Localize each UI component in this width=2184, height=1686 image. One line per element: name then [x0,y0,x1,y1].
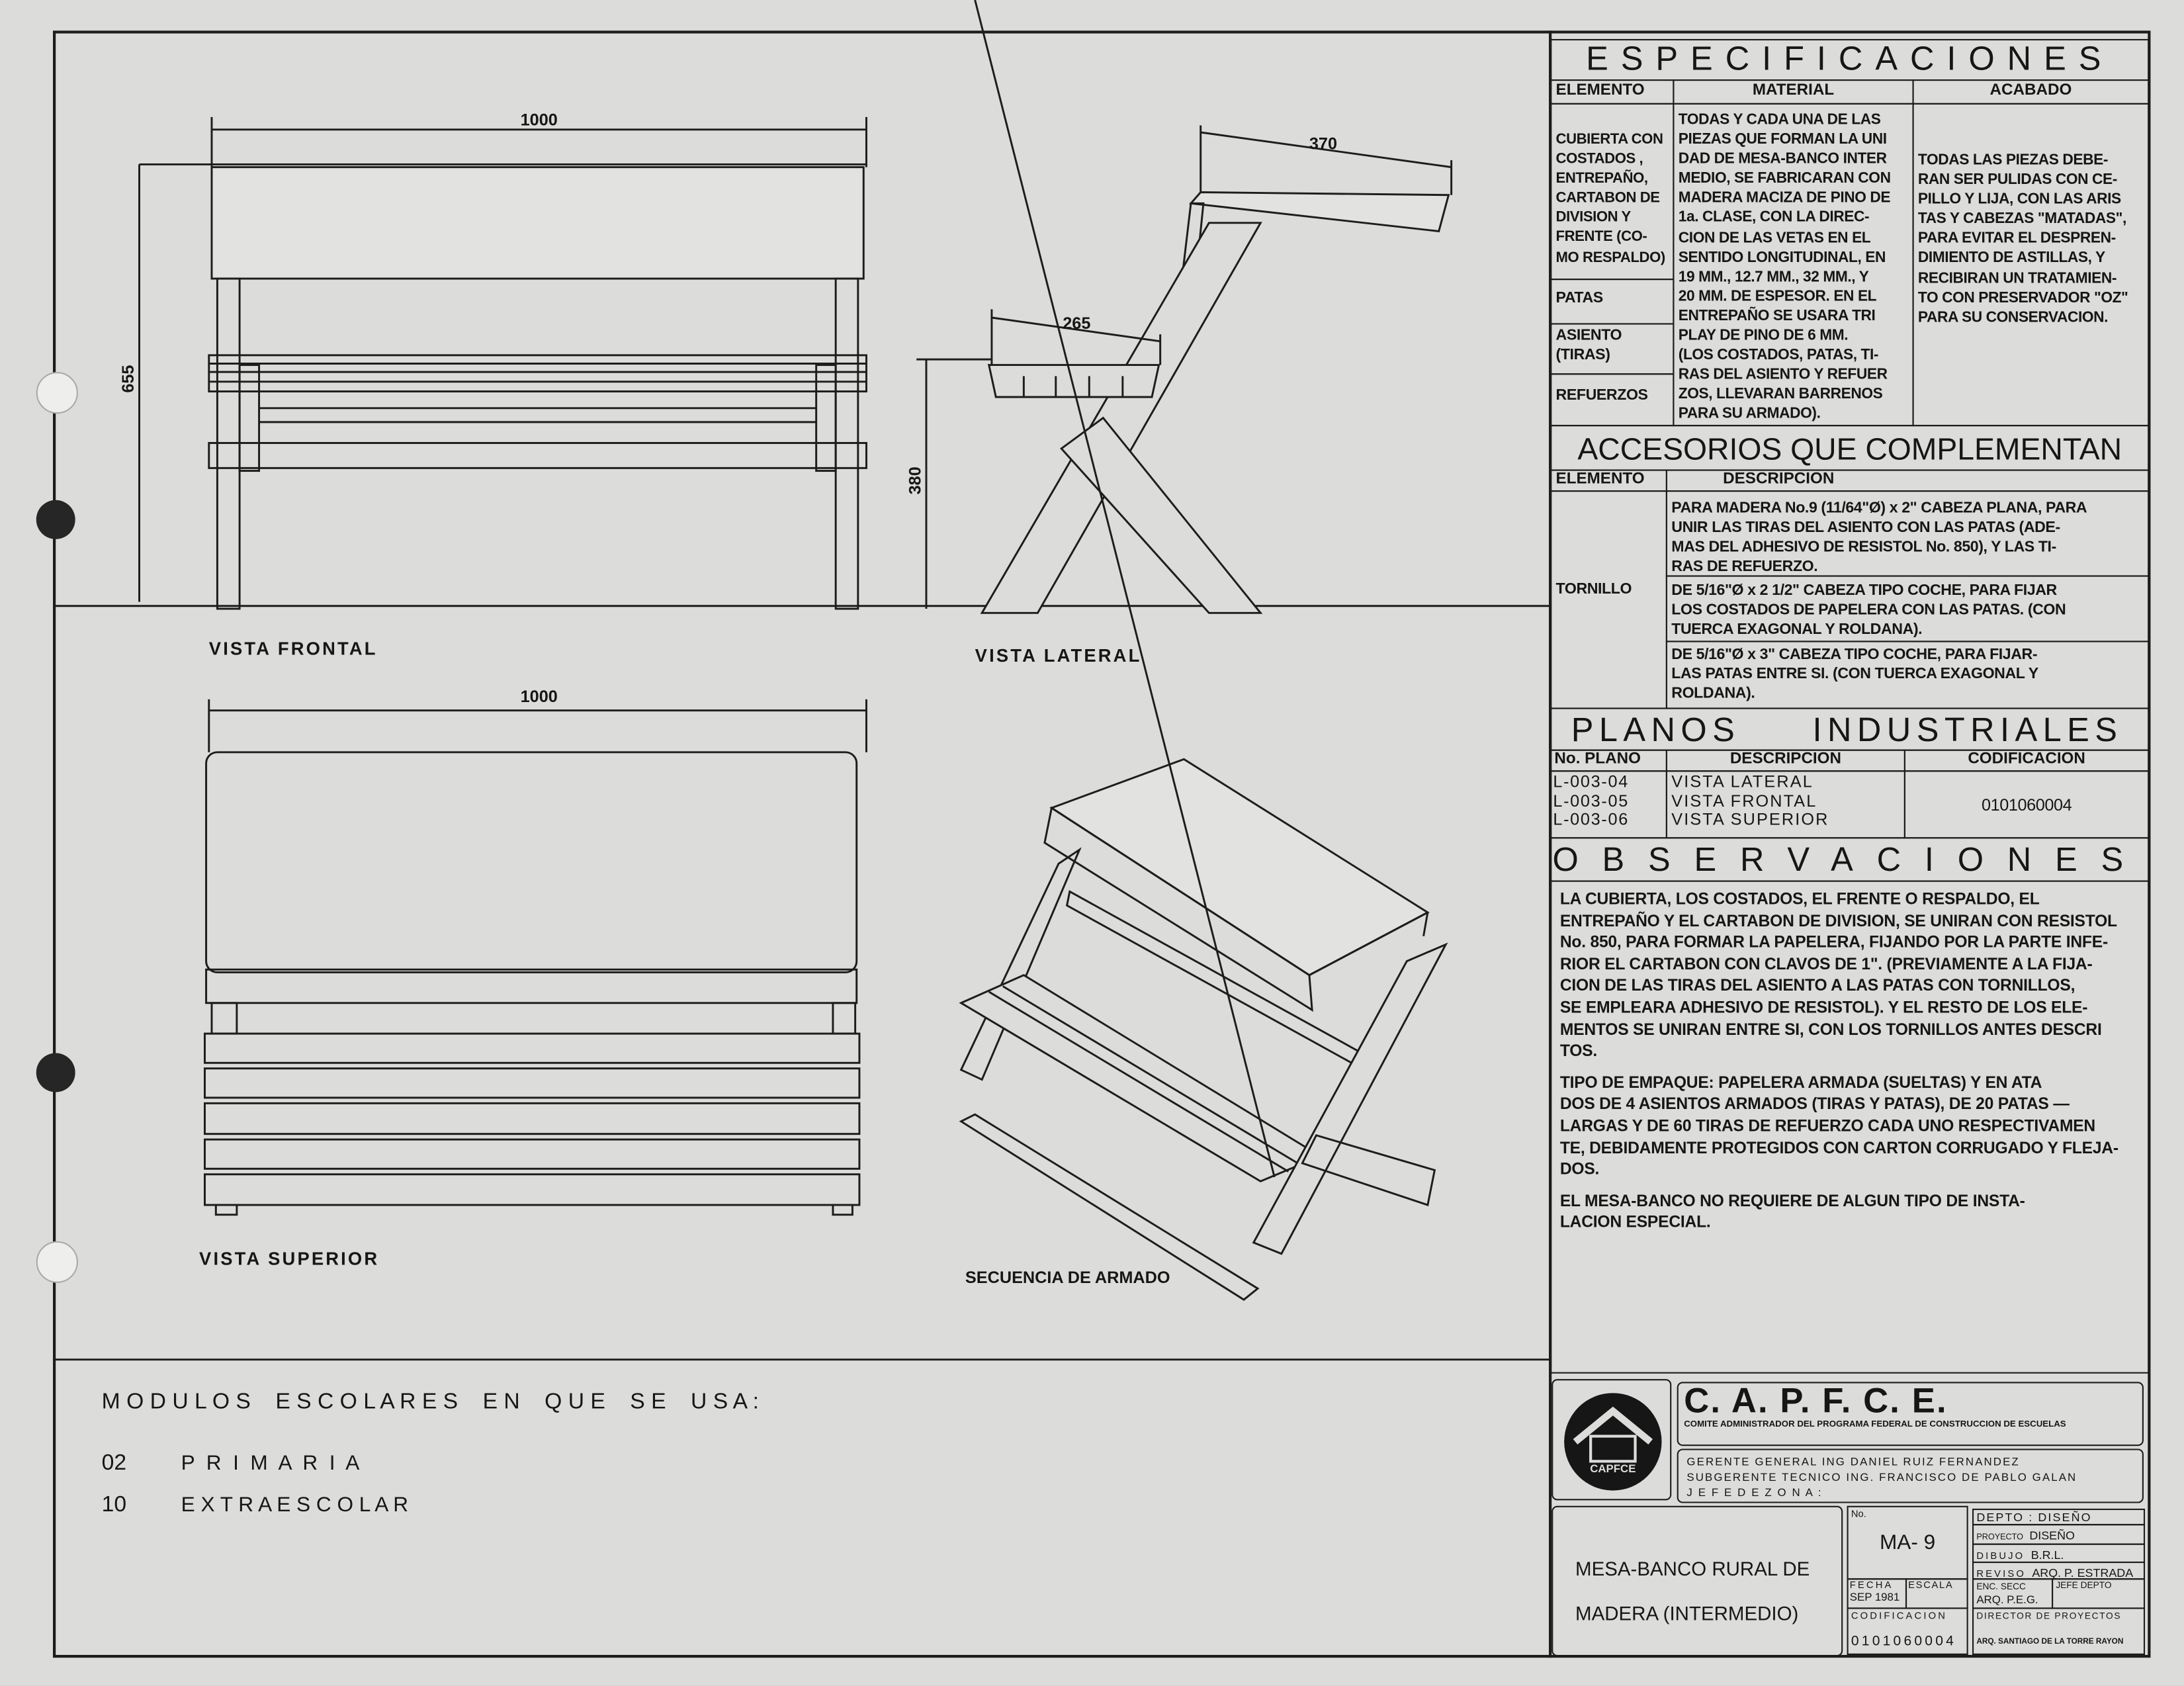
spec-element: PATAS [1550,279,1675,325]
observaciones-body: LA CUBIERTA, LOS COSTADOS, EL FRENTE O R… [1550,880,2150,1374]
front-height-dimension: 655 [119,365,138,393]
depto: DEPTO : DISEÑO [1972,1508,2146,1526]
front-width-dimension: 1000 [521,111,558,129]
accesorios-header-descripcion: DESCRIPCION [1665,469,2150,492]
drawing-number-box: No. MA- 9 [1847,1505,1968,1580]
modulo-name: P R I M A R I A [181,1451,360,1476]
codificacion-label: CODIFICACION [1851,1611,1948,1622]
planos-title: PLANOS INDUSTRIALES [1550,707,2150,751]
dibujo-value: B.R.L. [2031,1547,2064,1562]
fecha-label: FECHA [1849,1581,1894,1591]
front-view-label: VISTA FRONTAL [209,638,378,658]
enc-secc-value: ARQ. P.E.G. [1976,1593,2038,1607]
number-label: No. [1851,1510,1866,1520]
observaciones-title: OBSERVACIONES [1550,837,2150,882]
drawing-number: MA- 9 [1879,1531,1936,1555]
planos-numbers: L-003-04 L-003-05 L-003-06 [1550,770,1667,839]
top-width-dimension: 1000 [521,688,558,706]
accesorio-description: PARA MADERA No.9 (11/64"Ø) x 2" CABEZA P… [1665,490,2150,577]
modulos-title: M O D U L O S E S C O L A R E S E N Q U … [101,1390,760,1414]
org-name: C. A. P. F. C. E. [1684,1382,1948,1421]
lateral-height-dimension: 380 [906,466,925,494]
drawing-title-box: MESA-BANCO RURAL DE MADERA (INTERMEDIO) [1551,1505,1843,1657]
logo-box: CAPFCE [1551,1379,1672,1501]
planos-header-no: No. PLANO [1550,749,1667,772]
observacion-paragraph: LA CUBIERTA, LOS COSTADOS, EL FRENTE O R… [1559,890,2117,1061]
punch-hole [36,500,75,539]
modulo-code: 02 [101,1451,127,1476]
planos-codificacion: 0101060004 [1903,770,2150,839]
punch-hole [36,1053,75,1092]
jefe-depto-label: JEFE DEPTO [2052,1578,2146,1609]
specs-header-acabado: ACABADO [1912,79,2150,105]
capfce-logo-icon: CAPFCE [1564,1393,1662,1491]
enc-secc-label: ENC. SECC [1976,1582,2026,1593]
modulo-code: 10 [101,1493,127,1517]
reviso-label: REVISO [1976,1570,2026,1580]
reviso-value: ARQ. P. ESTRADA [2032,1566,2134,1580]
lateral-seat-dimension: 265 [1063,314,1090,333]
specs-header-material: MATERIAL [1673,79,1914,105]
codificacion-value: 0101060004 [1851,1634,1957,1650]
gerente-general: GERENTE GENERAL ING DANIEL RUIZ FERNANDE… [1686,1455,2020,1468]
reviso-row: REVISO ARQ. P. ESTRADA [1972,1561,2146,1580]
specs-title: ESPECIFICACIONES [1550,38,2150,81]
proyecto-label: PROYECTO [1976,1533,2023,1542]
front-view: 1000 655 VISTA FRONTAL [52,111,1551,658]
enc-secc-cell: ENC. SECC ARQ. P.E.G. [1972,1578,2054,1609]
lateral-view-label: VISTA LATERAL [975,645,1142,666]
logo-text: CAPFCE [1590,1462,1636,1475]
spec-acabado: TODAS LAS PIEZAS DEBE- RAN SER PULIDAS C… [1912,103,2150,427]
planos-header-descripcion: DESCRIPCION [1665,749,1905,772]
drawing-title-line1: MESA-BANCO RURAL DE [1575,1557,1810,1580]
technical-drawings: 1000 655 VISTA FRONTAL 370 265 380 VISTA… [52,0,1551,1361]
spec-element: ASIENTO (TIRAS) [1550,323,1675,375]
accesorio-description: DE 5/16"Ø x 2 1/2" CABEZA TIPO COCHE, PA… [1665,575,2150,643]
org-box: C. A. P. F. C. E. COMITE ADMINISTRADOR D… [1677,1382,2144,1446]
punch-hole [36,372,78,414]
planos-descriptions: VISTA LATERAL VISTA FRONTAL VISTA SUPERI… [1665,770,1905,839]
top-view-label: VISTA SUPERIOR [199,1249,379,1269]
planos-title-right: INDUSTRIALES [1812,711,2123,750]
proyecto-row: PROYECTO DISEÑO [1972,1524,2146,1545]
observacion-paragraph: TIPO DE EMPAQUE: PAPELERA ARMADA (SUELTA… [1559,1073,2118,1179]
specs-header-elemento: ELEMENTO [1550,79,1675,105]
accesorios-title: ACCESORIOS QUE COMPLEMENTAN [1550,425,2150,471]
assembly-label: SECUENCIA DE ARMADO [965,1268,1170,1287]
modulo-name: E X T R A E S C O L A R [181,1493,409,1517]
officials-box: GERENTE GENERAL ING DANIEL RUIZ FERNANDE… [1677,1448,2144,1503]
proyecto-value: DISEÑO [2029,1528,2075,1542]
spec-element: REFUERZOS [1550,373,1675,427]
spec-element: CUBIERTA CON COSTADOS , ENTREPAÑO, CARTA… [1550,103,1675,281]
subgerente-tecnico: SUBGERENTE TECNICO ING. FRANCISCO DE PAB… [1686,1471,2077,1484]
top-view: 1000 VISTA SUPERIOR [199,688,867,1269]
lateral-top-dimension: 370 [1309,134,1337,153]
codificacion-cell: CODIFICACION 0101060004 [1847,1607,1968,1656]
dibujo-label: DIBUJO [1976,1552,2025,1562]
jefe-de-zona: J E F E D E Z O N A : [1686,1486,1823,1499]
assembly-view: SECUENCIA DE ARMADO [959,0,1448,1301]
spec-material: TODAS Y CADA UNA DE LAS PIEZAS QUE FORMA… [1673,103,1914,427]
planos-header-codificacion: CODIFICACION [1903,749,2150,772]
lateral-view: 370 265 380 VISTA LATERAL [906,125,1453,666]
accesorios-header-elemento: ELEMENTO [1550,469,1667,492]
director-label: DIRECTOR DE PROYECTOS [1976,1611,2122,1622]
director-cell: DIRECTOR DE PROYECTOS ARQ. SANTIAGO DE L… [1972,1607,2146,1656]
dibujo-row: DIBUJO B.R.L. [1972,1543,2146,1564]
accesorio-description: DE 5/16"Ø x 3" CABEZA TIPO COCHE, PARA F… [1665,641,2150,709]
accesorio-element: TORNILLO [1550,490,1667,709]
org-full-name: COMITE ADMINISTRADOR DEL PROGRAMA FEDERA… [1684,1419,2066,1429]
director-value: ARQ. SANTIAGO DE LA TORRE RAYON [1976,1638,2124,1647]
observacion-paragraph: EL MESA-BANCO NO REQUIERE DE ALGUN TIPO … [1559,1192,2025,1232]
fecha-value: SEP 1981 [1849,1591,1900,1604]
drawing-title-line2: MADERA (INTERMEDIO) [1575,1602,1799,1624]
punch-hole [36,1241,78,1283]
escala-label: ESCALA [1905,1578,1968,1609]
fecha-cell: FECHA SEP 1981 [1847,1578,1907,1609]
planos-title-left: PLANOS [1571,711,1741,750]
